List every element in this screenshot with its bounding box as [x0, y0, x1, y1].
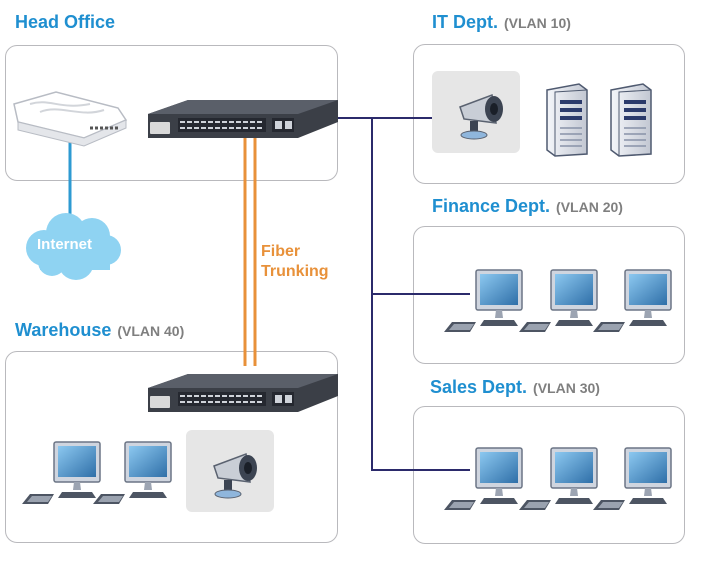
switch-icon	[147, 373, 339, 413]
sales-vlan-label: (VLAN 30)	[533, 380, 600, 396]
server-icon	[546, 83, 588, 157]
desktop-computer-icon	[92, 441, 172, 505]
fiber-trunk-link	[243, 136, 257, 366]
desktop-computer-icon	[592, 269, 672, 333]
fiber-label-line-2: Trunking	[261, 263, 329, 280]
warehouse-title: Warehouse(VLAN 40)	[15, 320, 185, 340]
desktop-computer-icon	[518, 269, 598, 333]
switch-icon	[147, 99, 339, 139]
desktop-computer-icon	[518, 447, 598, 511]
cloud-icon	[26, 213, 121, 280]
finance-dept-title: Finance Dept.(VLAN 20)	[432, 196, 623, 216]
it-vlan-label: (VLAN 10)	[504, 15, 571, 31]
camera-icon	[185, 429, 275, 513]
vlan-backbone-link	[330, 117, 475, 471]
desktop-computer-icon	[21, 441, 101, 505]
desktop-computer-icon	[443, 269, 523, 333]
router-icon	[13, 91, 128, 147]
fiber-label-line-1: Fiber	[261, 243, 301, 260]
desktop-computer-icon	[592, 447, 672, 511]
sales-dept-title: Sales Dept.(VLAN 30)	[430, 377, 600, 397]
warehouse-vlan-label: (VLAN 40)	[117, 323, 185, 339]
finance-vlan-label: (VLAN 20)	[556, 199, 623, 215]
head-office-title: Head Office	[15, 12, 116, 32]
camera-icon	[431, 70, 521, 154]
desktop-computer-icon	[443, 447, 523, 511]
it-dept-title: IT Dept.(VLAN 10)	[432, 12, 571, 32]
server-icon	[610, 83, 652, 157]
fiber-trunking-label: Fiber Trunking	[261, 242, 329, 282]
internet-label: Internet	[37, 236, 93, 253]
